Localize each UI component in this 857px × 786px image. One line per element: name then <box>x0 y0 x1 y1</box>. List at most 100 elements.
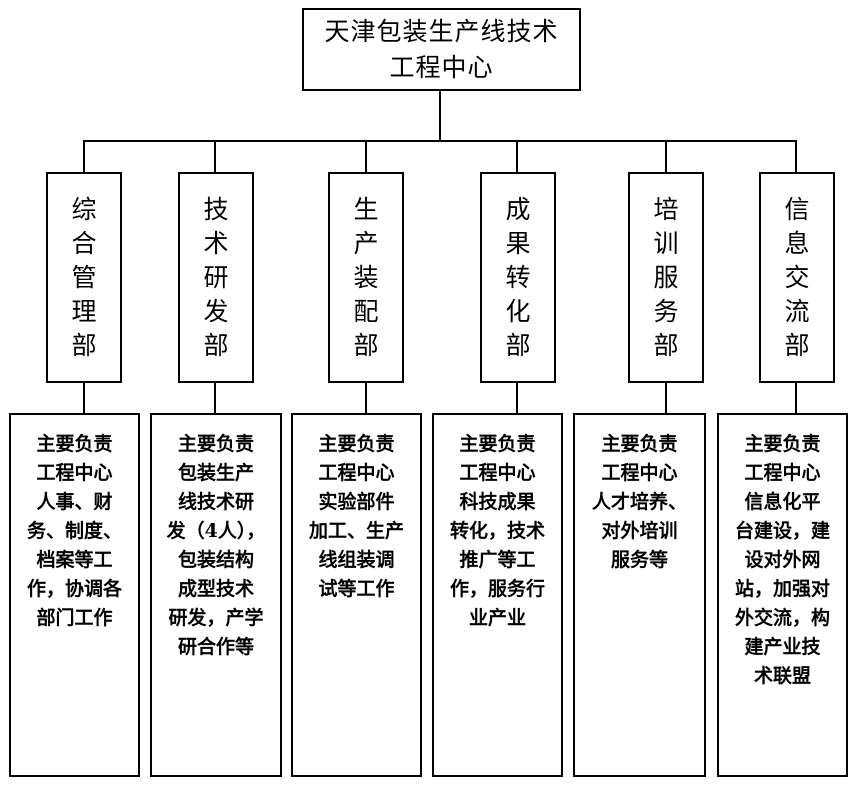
dept-4-char-2: 果 <box>505 228 531 258</box>
connector-drop-4 <box>516 140 518 172</box>
dept-4-desc-line: 业产业 <box>468 607 526 629</box>
dept-1-desc-line: 作，协调各 <box>26 578 122 600</box>
connector-drop-2 <box>214 140 216 172</box>
dept-4-desc-line: 科技成果 <box>459 491 536 513</box>
dept-6-desc-line: 术联盟 <box>753 665 811 687</box>
dept-desc-box-2: 主要负责 包装生产 线技术研 发（4人）， 包装结构 成型技术 研发，产学 研合… <box>150 413 282 777</box>
dept-5-desc-line: 对外培训 <box>601 520 678 542</box>
dept-3-char-5: 部 <box>353 330 379 360</box>
connector-horizontal-bus <box>83 140 797 142</box>
dept-6-char-5: 部 <box>784 330 810 360</box>
dept-6-desc-line: 台建设，建 <box>734 520 830 542</box>
dept-desc-box-1: 主要负责 工程中心 人事、财 务、制度、 档案等工 作，协调各 部门工作 <box>9 413 140 777</box>
dept-6-char-2: 息 <box>784 228 810 258</box>
dept-desc-box-6: 主要负责 工程中心 信息化平 台建设，建 设对外网 站，加强对 外交流，构 建产… <box>717 413 848 777</box>
dept-1-desc-line: 主要负责 <box>36 433 113 455</box>
dept-2-desc-line: 包装生产 <box>177 462 254 484</box>
dept-2-char-1: 技 <box>203 194 229 224</box>
connector-drop-5 <box>665 140 667 172</box>
dept-6-char-3: 交 <box>784 262 810 292</box>
dept-2-char-5: 部 <box>203 330 229 360</box>
connector-drop-3 <box>365 140 367 172</box>
dept-desc-box-4: 主要负责 工程中心 科技成果 转化，技术 推广等工 作，服务行 业产业 <box>432 413 563 777</box>
connector-desc-3 <box>365 383 367 413</box>
dept-3-char-2: 产 <box>353 228 379 258</box>
dept-1-desc-line: 档案等工 <box>36 549 113 571</box>
dept-6-char-1: 信 <box>784 194 810 224</box>
dept-5-desc-line: 主要负责 <box>601 433 678 455</box>
dept-1-char-3: 管 <box>71 262 97 292</box>
dept-desc-box-5: 主要负责 工程中心 人才培养、 对外培训 服务等 <box>573 413 706 777</box>
org-title-box: 天津包装生产线技术 工程中心 <box>302 8 581 91</box>
connector-desc-6 <box>795 383 797 413</box>
connector-desc-1 <box>83 383 85 413</box>
dept-4-desc-line: 推广等工 <box>459 549 536 571</box>
dept-box-5: 培 训 服 务 部 <box>628 172 704 383</box>
dept-box-2: 技 术 研 发 部 <box>178 172 254 383</box>
dept-1-desc-line: 人事、财 <box>36 491 113 513</box>
dept-3-desc-line: 加工、生产 <box>308 520 404 542</box>
connector-desc-5 <box>665 383 667 413</box>
dept-6-desc-line: 设对外网 <box>744 549 821 571</box>
dept-5-char-5: 部 <box>653 330 679 360</box>
org-title-line-2: 工程中心 <box>389 52 494 82</box>
dept-1-desc-line: 务、制度、 <box>26 520 122 542</box>
dept-6-desc-line: 外交流，构 <box>734 607 830 629</box>
dept-3-char-3: 装 <box>353 262 379 292</box>
dept-5-desc-line: 人才培养、 <box>591 491 687 513</box>
dept-2-desc-line: 成型技术 <box>177 578 254 600</box>
dept-6-char-4: 流 <box>784 296 810 326</box>
dept-4-desc-line: 工程中心 <box>459 462 536 484</box>
dept-5-char-3: 服 <box>653 262 679 292</box>
dept-4-char-4: 化 <box>505 296 531 326</box>
dept-1-char-5: 部 <box>71 330 97 360</box>
dept-1-desc-line: 部门工作 <box>36 607 113 629</box>
dept-2-char-4: 发 <box>203 296 229 326</box>
dept-6-desc-line: 建产业技 <box>744 636 821 658</box>
connector-title-stem <box>439 91 441 141</box>
dept-1-char-4: 理 <box>71 296 97 326</box>
connector-desc-4 <box>516 383 518 413</box>
dept-2-desc-line: 线技术研 <box>177 491 254 513</box>
dept-3-desc-line: 线组装调 <box>318 549 395 571</box>
dept-6-desc-line: 主要负责 <box>744 433 821 455</box>
dept-5-char-1: 培 <box>653 194 679 224</box>
dept-box-1: 综 合 管 理 部 <box>46 172 122 383</box>
dept-2-desc-line: 研合作等 <box>177 636 254 658</box>
dept-box-3: 生 产 装 配 部 <box>328 172 404 383</box>
dept-4-desc-line: 作，服务行 <box>449 578 545 600</box>
dept-2-desc-line: 主要负责 <box>177 433 254 455</box>
dept-3-desc-line: 工程中心 <box>318 462 395 484</box>
dept-3-desc-line: 主要负责 <box>318 433 395 455</box>
dept-4-char-1: 成 <box>505 194 531 224</box>
dept-1-char-2: 合 <box>71 228 97 258</box>
dept-5-desc-line: 服务等 <box>610 549 668 571</box>
dept-1-desc-line: 工程中心 <box>36 462 113 484</box>
dept-6-desc-line: 工程中心 <box>744 462 821 484</box>
dept-2-desc-line: 包装结构 <box>177 549 254 571</box>
dept-4-desc-line: 转化，技术 <box>449 520 545 542</box>
dept-4-desc-line: 主要负责 <box>459 433 536 455</box>
dept-5-char-4: 务 <box>653 296 679 326</box>
dept-6-desc-line: 站，加强对 <box>734 578 830 600</box>
dept-5-char-2: 训 <box>653 228 679 258</box>
dept-2-desc-line: 发（4人）， <box>166 520 266 542</box>
dept-4-char-3: 转 <box>505 262 531 292</box>
dept-6-desc-line: 信息化平 <box>744 491 821 513</box>
dept-box-4: 成 果 转 化 部 <box>480 172 556 383</box>
dept-2-char-2: 术 <box>203 228 229 258</box>
connector-drop-6 <box>795 140 797 172</box>
dept-box-6: 信 息 交 流 部 <box>759 172 835 383</box>
connector-drop-1 <box>83 140 85 172</box>
dept-2-desc-line: 研发，产学 <box>168 607 264 629</box>
dept-3-char-4: 配 <box>353 296 379 326</box>
dept-3-desc-line: 实验部件 <box>318 491 395 513</box>
dept-3-desc-line: 试等工作 <box>318 578 395 600</box>
dept-2-char-3: 研 <box>203 262 229 292</box>
dept-5-desc-line: 工程中心 <box>601 462 678 484</box>
dept-4-char-5: 部 <box>505 330 531 360</box>
dept-1-char-1: 综 <box>71 194 97 224</box>
dept-3-char-1: 生 <box>353 194 379 224</box>
org-title-line-1: 天津包装生产线技术 <box>324 16 559 46</box>
dept-desc-box-3: 主要负责 工程中心 实验部件 加工、生产 线组装调 试等工作 <box>291 413 422 777</box>
